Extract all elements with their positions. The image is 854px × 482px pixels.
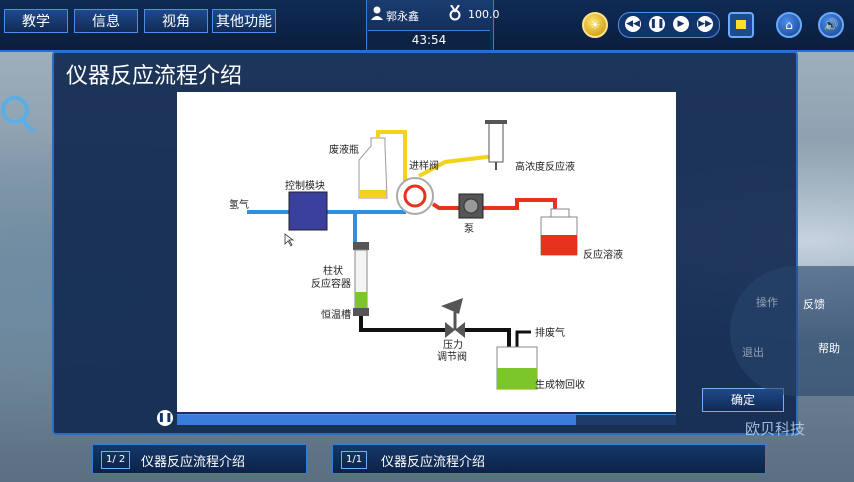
column-top-cap <box>353 242 369 250</box>
video-pause-button[interactable]: ❚❚ <box>157 410 173 426</box>
label-product-recovery: 生成物回收 <box>535 378 585 391</box>
label-exhaust: 排废气 <box>535 326 565 339</box>
play-icon[interactable]: ▶ <box>673 16 689 32</box>
step-label: 仪器反应流程介绍 <box>381 455 486 470</box>
timer: 43:54 <box>368 30 490 49</box>
menu-info[interactable]: 信息 <box>74 9 138 33</box>
label-pump: 泵 <box>464 223 474 235</box>
step-number: 1/ 2 <box>101 451 131 469</box>
label-reaction-solution: 反应溶液 <box>583 248 623 261</box>
reaction-line-1 <box>431 202 459 210</box>
mouse-cursor <box>284 233 295 247</box>
video-progress-fill <box>177 415 577 425</box>
user-icon <box>371 6 383 20</box>
side-settings-label[interactable]: 操作 <box>756 296 778 309</box>
pressure-valve-handle <box>441 298 463 314</box>
waste-fill <box>360 190 386 198</box>
column-bottom-cap <box>353 308 369 316</box>
product-line-2 <box>465 328 511 347</box>
magnifier-icon[interactable] <box>1 96 29 124</box>
rewind-icon[interactable]: ◀◀ <box>625 16 641 32</box>
video-progress-bar[interactable] <box>177 414 676 425</box>
menu-other-functions[interactable]: 其他功能 <box>212 9 276 33</box>
reaction-fill <box>541 235 577 255</box>
step-label: 仪器反应流程介绍 <box>141 455 246 470</box>
syringe-body <box>488 121 504 163</box>
product-line-1 <box>359 316 445 332</box>
sun-icon[interactable]: ☀ <box>582 12 608 38</box>
process-diagram-svg: 废液瓶 进样阀 高浓度反应液 控制模块 氢气 泵 反应溶液 柱状 反应容器 恒温… <box>229 120 623 391</box>
process-diagram: 废液瓶 进样阀 高浓度反应液 控制模块 氢气 泵 反应溶液 柱状 反应容器 恒温… <box>177 92 676 412</box>
waste-line <box>376 130 407 188</box>
side-feedback-label[interactable]: 反馈 <box>803 298 825 311</box>
menu-view[interactable]: 视角 <box>144 9 208 33</box>
injection-valve <box>396 177 434 215</box>
step-tab-1[interactable]: 1/ 2 仪器反应流程介绍 <box>92 444 307 474</box>
waste-bottle <box>358 137 388 199</box>
label-waste-bottle: 废液瓶 <box>329 143 359 156</box>
label-high-conc: 高浓度反应液 <box>515 160 575 173</box>
syringe-top <box>485 120 507 124</box>
menu-teaching[interactable]: 教学 <box>4 9 68 33</box>
user-name: 郭永鑫 <box>386 10 419 23</box>
brand-watermark: 欧贝科技 <box>745 420 806 438</box>
label-pressure-2: 调节阀 <box>437 350 467 363</box>
label-hydrogen: 氢气 <box>229 198 249 211</box>
pump-rotor <box>463 198 479 214</box>
product-fill <box>497 368 537 389</box>
reaction-line-2 <box>483 198 557 217</box>
label-injection-valve: 进样阀 <box>409 159 439 172</box>
exhaust-line <box>515 330 531 350</box>
label-pressure-1: 压力 <box>443 338 463 351</box>
home-icon[interactable]: ⌂ <box>776 12 802 38</box>
step-tab-2[interactable]: 1/1 仪器反应流程介绍 <box>332 444 766 474</box>
medal-icon <box>449 5 461 21</box>
injection-valve-loop <box>403 184 427 208</box>
side-tool-wheel: 反馈 帮助 操作 退出 <box>730 266 854 396</box>
media-controls: ◀◀ ❚❚ ▶ ▶▶ <box>618 12 720 38</box>
column-fill <box>355 292 367 308</box>
label-column-2: 反应容器 <box>311 277 351 290</box>
bookmark-icon[interactable] <box>728 12 754 38</box>
reaction-flask-neck <box>550 208 570 218</box>
side-help-label[interactable]: 帮助 <box>818 342 840 355</box>
score-value: 100.0 <box>468 8 500 21</box>
control-module-box <box>288 191 328 231</box>
step-number: 1/1 <box>341 451 368 469</box>
label-control-module: 控制模块 <box>285 179 325 192</box>
pause-icon[interactable]: ❚❚ <box>649 16 665 32</box>
label-column-1: 柱状 <box>323 264 343 277</box>
fast-forward-icon[interactable]: ▶▶ <box>697 16 713 32</box>
side-exit-label[interactable]: 退出 <box>742 346 764 359</box>
volume-icon[interactable]: 🔊 <box>818 12 844 38</box>
panel-title: 仪器反应流程介绍 <box>66 64 243 89</box>
label-thermostat: 恒温槽 <box>321 308 351 321</box>
confirm-button[interactable]: 确定 <box>702 388 784 412</box>
